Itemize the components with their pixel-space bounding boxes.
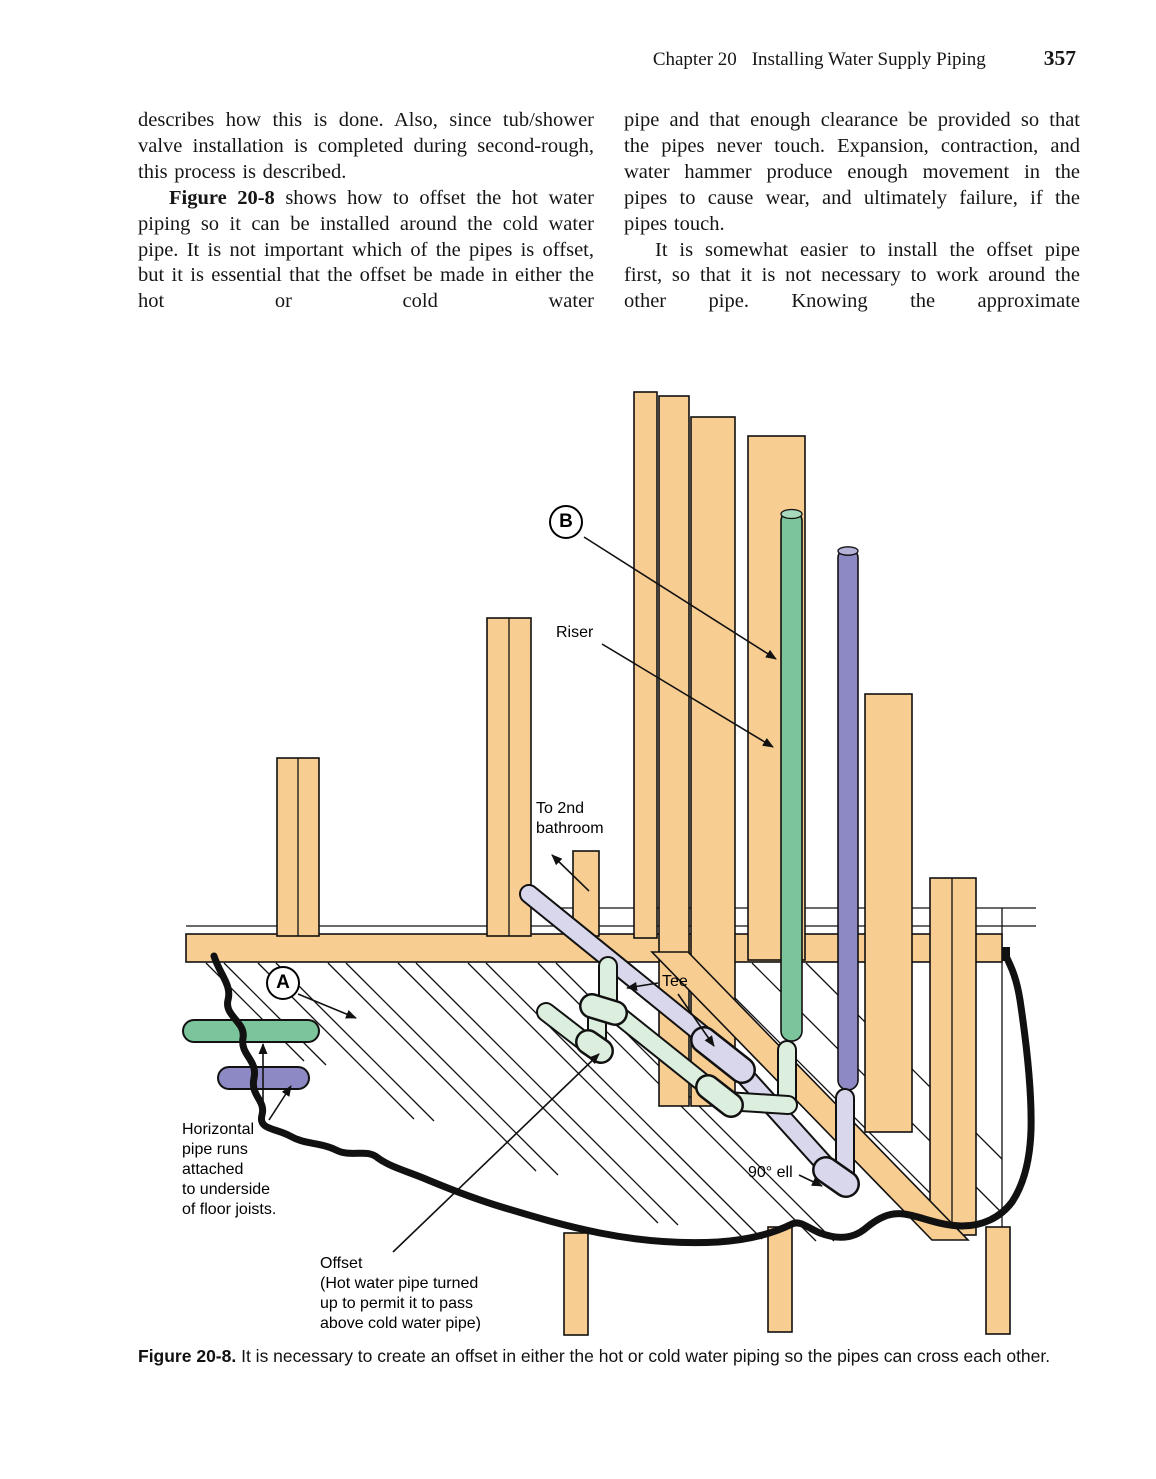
hot-branch-pipes — [536, 956, 798, 1118]
wall-studs — [276, 391, 977, 1236]
paragraph: pipe and that enough clearance be provid… — [624, 109, 1080, 235]
page-number: 357 — [1043, 46, 1076, 70]
paragraph: It is somewhat easier to install the off… — [624, 238, 1080, 313]
callout-a: A — [266, 966, 300, 1000]
to-2nd-bathroom-label: To 2nd bathroom — [536, 800, 604, 837]
hot-water-riser — [780, 508, 803, 1042]
cold-branch-pipes — [519, 884, 860, 1198]
callout-a-letter: A — [276, 972, 290, 993]
hanging-studs — [563, 1226, 1011, 1336]
left-column: describes how this is done. Also, since … — [138, 108, 594, 315]
cold-water-riser — [837, 546, 859, 1091]
leader-lines — [258, 536, 823, 1253]
paragraph: Figure 20-8 shows how to offset the hot … — [138, 186, 594, 316]
paragraph-text: shows how to offset the hot water piping… — [138, 186, 594, 313]
chapter-label: Chapter 20 — [652, 49, 737, 70]
offset-label: Offset (Hot water pipe turned up to perm… — [320, 1255, 481, 1332]
horizontal-pipe-runs-label: Horizontal pipe runs attached to undersi… — [182, 1121, 277, 1218]
ell-90-label: 90° ell — [748, 1164, 793, 1181]
callout-b: B — [549, 505, 583, 539]
page-header: Chapter 20 Installing Water Supply Piping… — [138, 46, 1076, 71]
riser-label: Riser — [556, 624, 594, 641]
figure-caption-lead: Figure 20-8. — [138, 1346, 237, 1366]
callout-b-letter: B — [559, 511, 573, 532]
figure-caption: Figure 20-8. It is necessary to create a… — [138, 1344, 1082, 1368]
right-column: pipe and that enough clearance be provid… — [624, 108, 1080, 315]
running-head: Chapter 20 Installing Water Supply Piping — [653, 49, 986, 71]
paragraph: describes how this is done. Also, since … — [138, 109, 594, 183]
cutaway-break-line — [210, 952, 1035, 1247]
figure-reference: Figure 20-8 — [169, 186, 275, 209]
running-title: Installing Water Supply Piping — [751, 49, 986, 70]
tee-label: Tee — [662, 973, 688, 990]
figure-caption-text: It is necessary to create an offset in e… — [236, 1346, 1051, 1366]
